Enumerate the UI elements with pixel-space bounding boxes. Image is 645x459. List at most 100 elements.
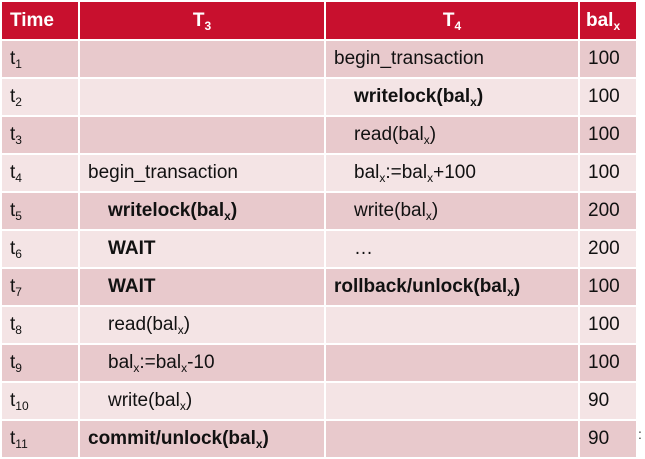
operation-text: writelock(bal <box>354 86 471 107</box>
operation-text: ) <box>476 86 484 107</box>
t4-cell: rollback/unlock(balx) <box>324 267 580 307</box>
time-main: t <box>10 352 16 373</box>
operation-text: ) <box>431 200 439 221</box>
t3-operation: writelock(balx) <box>88 200 237 222</box>
t3-cell <box>78 39 326 79</box>
time-cell: t8 <box>0 305 80 345</box>
time-main: t <box>10 162 16 183</box>
operation-text: ) <box>262 428 269 449</box>
t3-operation: write(balx) <box>88 390 192 412</box>
operation-text: WAIT <box>108 276 156 297</box>
header-bal-main: bal <box>586 9 614 31</box>
time-cell: t2 <box>0 77 80 117</box>
table-row: t1 begin_transaction 100 <box>0 39 638 79</box>
balance-cell: 100 <box>578 39 638 79</box>
time-cell: t6 <box>0 229 80 269</box>
operation-text: read(bal <box>108 314 178 335</box>
time-sub: 10 <box>15 399 29 413</box>
operation-subscript: x <box>224 209 231 223</box>
t3-cell: write(balx) <box>78 381 326 421</box>
t4-operation: rollback/unlock(balx) <box>334 276 521 298</box>
t3-cell <box>78 115 326 155</box>
time-cell: t1 <box>0 39 80 79</box>
operation-text: :=bal <box>385 162 428 183</box>
header-t4-main: T <box>442 9 455 31</box>
operation-text: writelock(bal <box>108 200 225 221</box>
t3-cell: WAIT <box>78 229 326 269</box>
t3-cell <box>78 77 326 117</box>
side-mark: : <box>638 426 642 442</box>
operation-text: ) <box>513 276 521 297</box>
t3-operation: WAIT <box>88 238 156 260</box>
t3-operation: begin_transaction <box>88 162 238 183</box>
operation-subscript: x <box>177 323 184 337</box>
t4-operation: write(balx) <box>334 200 438 222</box>
t3-operation: balx:=balx-10 <box>88 352 215 374</box>
operation-text: ) <box>183 314 191 335</box>
operation-subscript: x <box>179 399 186 413</box>
header-t3-sub: 3 <box>204 18 212 33</box>
operation-text: begin_transaction <box>88 162 238 183</box>
operation-subscript: x <box>427 171 434 185</box>
table-row: t8 read(balx) 100 <box>0 305 638 345</box>
operation-text: begin_transaction <box>334 48 484 69</box>
t4-cell: read(balx) <box>324 115 580 155</box>
time-sub: 6 <box>15 247 22 261</box>
operation-subscript: x <box>255 437 263 451</box>
balance-cell: 100 <box>578 305 638 345</box>
time-cell: t10 <box>0 381 80 421</box>
t3-cell: read(balx) <box>78 305 326 345</box>
t4-cell: begin_transaction <box>324 39 580 79</box>
t3-operation: WAIT <box>88 276 156 298</box>
balance-cell: 100 <box>578 343 638 383</box>
table-row: t6 WAIT … 200 <box>0 229 638 269</box>
t4-operation: … <box>334 238 373 260</box>
operation-subscript: x <box>181 361 188 375</box>
operation-text: read(bal <box>354 124 424 145</box>
operation-text: -10 <box>187 352 215 373</box>
t3-operation: commit/unlock(balx) <box>88 428 269 451</box>
time-sub: 1 <box>15 57 22 71</box>
header-bal: balx <box>578 0 638 41</box>
operation-subscript: x <box>379 171 386 185</box>
time-main: t <box>10 86 16 107</box>
operation-text: … <box>354 238 373 259</box>
header-t4-sub: 4 <box>454 18 462 33</box>
header-t3: T3 <box>78 0 326 41</box>
time-main: t <box>10 428 16 449</box>
time-cell: t5 <box>0 191 80 231</box>
operation-text: write(bal <box>354 200 426 221</box>
t4-cell <box>324 305 580 345</box>
time-main: t <box>10 48 16 69</box>
t4-cell: write(balx) <box>324 191 580 231</box>
operation-text: commit/unlock(bal <box>88 428 256 449</box>
t4-cell: … <box>324 229 580 269</box>
header-t3-main: T <box>192 9 205 31</box>
time-main: t <box>10 238 16 259</box>
t3-cell: begin_transaction <box>78 153 326 193</box>
t3-cell: balx:=balx-10 <box>78 343 326 383</box>
balance-cell: 200 <box>578 229 638 269</box>
t4-operation: balx:=balx+100 <box>334 162 476 184</box>
t4-operation: begin_transaction <box>334 48 484 69</box>
time-main: t <box>10 390 16 411</box>
operation-subscript: x <box>425 209 432 223</box>
operation-subscript: x <box>470 95 477 109</box>
time-sub: 3 <box>15 133 22 147</box>
t4-operation: read(balx) <box>334 124 436 146</box>
operation-subscript: x <box>133 361 140 375</box>
time-sub: 2 <box>15 95 22 109</box>
operation-text: bal <box>354 162 380 183</box>
operation-subscript: x <box>423 133 430 147</box>
t3-operation: read(balx) <box>88 314 190 336</box>
t4-operation: writelock(balx) <box>334 86 483 108</box>
header-time-label: Time <box>10 9 55 31</box>
time-main: t <box>10 124 16 145</box>
time-cell: t7 <box>0 267 80 307</box>
